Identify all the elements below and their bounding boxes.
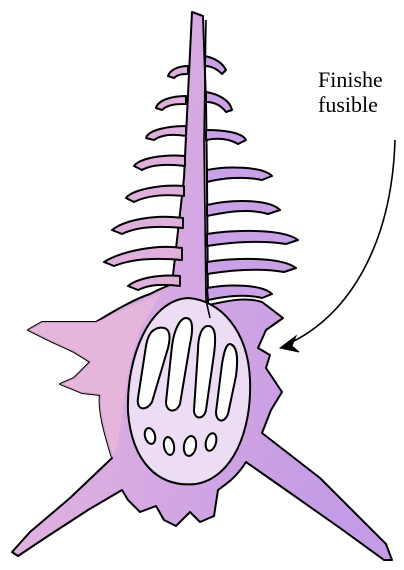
- annotation-label-line-1: Finishe: [318, 68, 383, 92]
- left-spines: [104, 66, 188, 290]
- annotation-label-line-2: fusible: [318, 93, 378, 117]
- curved-arrow-icon: [280, 140, 395, 352]
- right-spines: [205, 56, 298, 300]
